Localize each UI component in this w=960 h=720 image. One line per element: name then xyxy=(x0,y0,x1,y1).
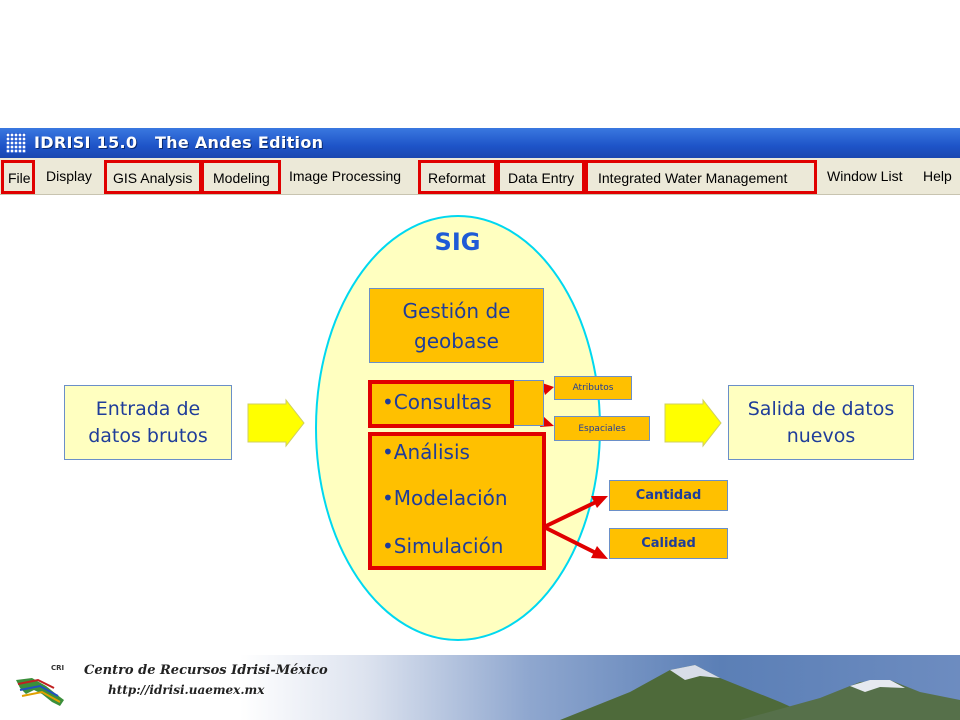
connector-calidad xyxy=(543,525,597,555)
menu-integrated-water-management[interactable]: Integrated Water Management xyxy=(585,160,817,194)
espaciales-box: Espaciales xyxy=(554,416,650,441)
calidad-box: Calidad xyxy=(609,528,728,559)
menu-display[interactable]: Display xyxy=(46,168,92,184)
menu-image-processing[interactable]: Image Processing xyxy=(289,168,402,184)
analysis-item: •Análisis xyxy=(382,440,470,464)
output-box: Salida de datos nuevos xyxy=(728,385,914,460)
modelacion-item: •Modelación xyxy=(382,486,508,510)
input-box: Entrada de datos brutos xyxy=(64,385,232,460)
sig-title: SIG xyxy=(434,228,481,256)
consultas-box-bg xyxy=(368,380,544,426)
arrowhead-calidad xyxy=(591,546,608,559)
menu-file[interactable]: File xyxy=(1,160,35,194)
input-arrow xyxy=(247,398,305,448)
atributos-box: Atributos xyxy=(554,376,632,400)
output-arrow xyxy=(664,398,722,448)
menu-data-entry[interactable]: Data Entry xyxy=(497,160,585,194)
arrowhead-cantidad xyxy=(591,496,608,508)
connector-cantidad xyxy=(543,500,597,529)
cantidad-box: Cantidad xyxy=(609,480,728,511)
simulacion-item: •Simulación xyxy=(382,534,504,558)
volcano-image xyxy=(560,665,960,720)
window-title-bar xyxy=(0,128,960,158)
idrisi-app-icon xyxy=(6,133,26,153)
consultas-label: •Consultas xyxy=(382,390,492,414)
menu-window-list[interactable]: Window List xyxy=(827,168,903,184)
consultas-highlight xyxy=(368,380,514,428)
window-title: IDRISI 15.0 The Andes Edition xyxy=(34,133,324,152)
cri-logo-text: CRI xyxy=(51,664,65,672)
footer-url[interactable]: http://idrisi.uaemex.mx xyxy=(108,683,265,697)
footer-org-name: Centro de Recursos Idrisi-México xyxy=(84,663,328,678)
cri-mexico-logo xyxy=(16,678,64,706)
menu-bar xyxy=(0,158,960,195)
menu-gis-analysis[interactable]: GIS Analysis xyxy=(104,160,202,194)
menu-modeling[interactable]: Modeling xyxy=(201,160,281,194)
menu-reformat[interactable]: Reformat xyxy=(418,160,497,194)
analysis-box xyxy=(368,432,546,570)
geobase-box: Gestión de geobase xyxy=(369,288,544,363)
menu-help[interactable]: Help xyxy=(923,168,952,184)
arrowhead-atributos xyxy=(542,383,554,395)
